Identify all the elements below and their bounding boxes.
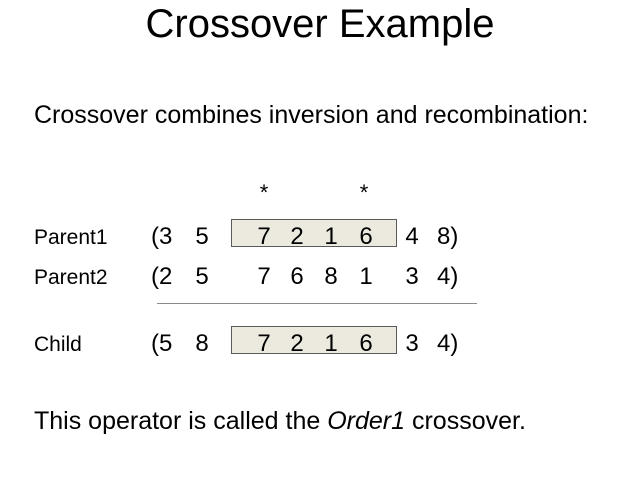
footer-prefix: This operator is called the [34, 407, 328, 435]
parent1-cell: 6 [359, 223, 373, 250]
child-close: 4) [437, 330, 459, 357]
parent1-cell: 4 [405, 223, 419, 250]
parent1-open: (3 [151, 223, 173, 250]
parent2-cell: 6 [290, 263, 304, 290]
child-segment-box [231, 326, 397, 354]
child-cell: 1 [324, 330, 338, 357]
parent1-cell: 5 [195, 223, 209, 250]
intro-text: Crossover combines inversion and recombi… [34, 101, 589, 129]
child-cell: 7 [257, 330, 271, 357]
footer-emphasis: Order1 [327, 407, 406, 435]
divider-line [157, 303, 477, 304]
child-open: (5 [151, 330, 173, 357]
parent2-cell: 8 [324, 263, 338, 290]
slide-title: Crossover Example [145, 2, 495, 46]
child-cell: 6 [359, 330, 373, 357]
parent1-segment-box [231, 219, 397, 247]
parent2-cell: 7 [257, 263, 271, 290]
parent1-close: 8) [437, 223, 459, 250]
cut-marker-right: * [359, 180, 369, 205]
footer-suffix: crossover. [405, 407, 526, 435]
parent2-close: 4) [437, 263, 459, 290]
parent1-cell: 1 [324, 223, 338, 250]
cut-marker-left: * [259, 180, 269, 205]
parent2-cell: 1 [359, 263, 373, 290]
parent2-cell: 5 [195, 263, 209, 290]
parent2-open: (2 [151, 263, 173, 290]
parent1-label: Parent1 [34, 226, 108, 249]
child-label: Child [34, 333, 82, 356]
footer-text: This operator is called the Order1 cross… [34, 407, 526, 436]
parent2-cell: 3 [405, 263, 419, 290]
parent2-label: Parent2 [34, 266, 108, 289]
parent1-cell: 7 [257, 223, 271, 250]
child-cell: 2 [290, 330, 304, 357]
child-cell: 8 [195, 330, 209, 357]
child-cell: 3 [405, 330, 419, 357]
parent1-cell: 2 [290, 223, 304, 250]
